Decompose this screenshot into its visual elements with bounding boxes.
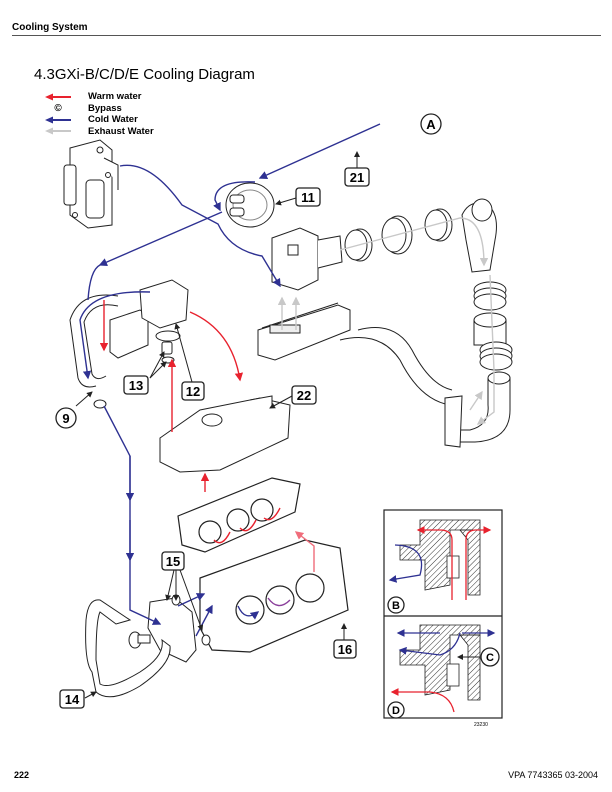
left-manifold xyxy=(109,309,149,359)
legend-item-warm: Warm water xyxy=(44,91,154,103)
legend-item-bypass: © Bypass xyxy=(44,103,154,115)
figure-number: 23230 xyxy=(474,722,488,728)
exhaust-manifold xyxy=(257,302,351,361)
exhaust-water-flow xyxy=(277,217,495,425)
svg-text:A: A xyxy=(426,117,436,132)
svg-text:22: 22 xyxy=(297,388,311,403)
header-divider xyxy=(12,35,601,36)
drive-belt xyxy=(85,599,171,698)
callout-22: 22 xyxy=(291,385,317,405)
detail-b xyxy=(388,519,492,600)
seawater-pump xyxy=(225,182,275,228)
page-title: 4.3GXi-B/C/D/E Cooling Diagram xyxy=(34,66,255,83)
callout-12: 12 xyxy=(181,381,205,401)
thermostat-housing xyxy=(139,279,189,364)
callout-11: 11 xyxy=(295,187,321,207)
warm-arrow-icon xyxy=(44,93,72,101)
water-pump xyxy=(128,594,211,663)
callout-13: 13 xyxy=(123,375,149,395)
svg-text:C: C xyxy=(486,652,494,664)
svg-text:14: 14 xyxy=(65,692,80,707)
svg-text:11: 11 xyxy=(301,190,315,205)
svg-text:16: 16 xyxy=(338,642,352,657)
exhaust-arrow-icon xyxy=(44,127,72,135)
thermostat-housing-top xyxy=(271,227,343,291)
callout-A: A xyxy=(420,113,442,135)
legend: Warm water © Bypass Cold Water Exhaust W… xyxy=(44,91,154,137)
document-id: VPA 7743365 03-2004 xyxy=(508,770,598,780)
svg-text:21: 21 xyxy=(350,170,364,185)
callout-C: C xyxy=(480,647,500,667)
intake-manifold xyxy=(159,395,291,473)
svg-text:D: D xyxy=(392,705,400,717)
callout-16: 16 xyxy=(333,639,357,659)
callout-D: D xyxy=(387,701,405,719)
bypass-icon: © xyxy=(54,102,62,114)
cold-water-flow xyxy=(79,123,381,637)
svg-text:12: 12 xyxy=(186,384,200,399)
bypass-purple-flow xyxy=(267,597,291,607)
legend-item-cold: Cold Water xyxy=(44,114,154,126)
svg-text:B: B xyxy=(392,600,400,612)
detail-cd xyxy=(390,624,496,713)
svg-text:13: 13 xyxy=(129,378,143,393)
warm-pink-flow xyxy=(294,531,315,572)
callout-21: 21 xyxy=(344,167,370,187)
detail-inset xyxy=(383,509,503,719)
page-number: 222 xyxy=(14,770,30,780)
svg-text:9: 9 xyxy=(62,411,69,426)
leader-lines xyxy=(75,151,360,699)
fuel-cooling-module xyxy=(63,139,119,229)
section-header: Cooling System xyxy=(12,22,88,33)
cylinder-head xyxy=(177,477,301,553)
svg-text:15: 15 xyxy=(166,554,180,569)
legend-item-exhaust: Exhaust Water xyxy=(44,126,154,138)
warm-water-flow xyxy=(99,300,281,544)
callout-14: 14 xyxy=(59,689,85,709)
callout-15: 15 xyxy=(161,551,185,571)
callout-9: 9 xyxy=(55,407,77,429)
exhaust-sleeves xyxy=(344,198,513,371)
engine-block xyxy=(199,539,349,653)
cold-arrow-icon xyxy=(44,116,72,124)
callout-B: B xyxy=(387,596,405,614)
